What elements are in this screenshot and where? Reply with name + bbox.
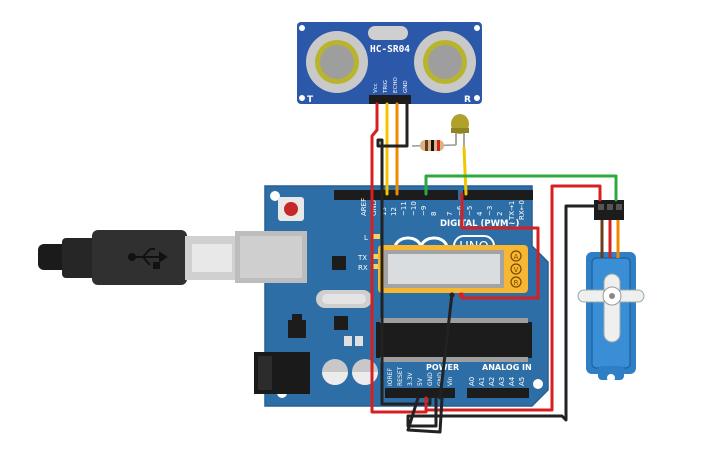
led-tx-label: TX (357, 254, 367, 262)
digital-label: DIGITAL (PWM~) (440, 219, 520, 229)
sensor-model-label: HC-SR04 (370, 44, 410, 55)
ioref-label: IOREF (387, 368, 394, 386)
wire-red-display (460, 192, 540, 300)
usb-icon (128, 248, 168, 269)
pin-9-label: ~9 (420, 206, 428, 216)
pin-10-label: ~10 (410, 201, 418, 216)
sensor-crystal (368, 26, 408, 40)
vin-label: Vin (447, 376, 454, 386)
led-rx-label: RX (358, 264, 368, 272)
gnd1-label: GND (427, 372, 434, 386)
power-jack (254, 352, 310, 394)
small-chip-2 (334, 316, 348, 330)
atmega-chip (376, 318, 532, 362)
pin-rx-label: RX←0 (518, 200, 526, 220)
analog-header (467, 388, 529, 398)
display-button-r[interactable]: R (514, 279, 519, 287)
analog-label: ANALOG IN (482, 363, 532, 372)
display-module: A V R (378, 245, 528, 298)
receiver-transducer (414, 31, 476, 93)
sensor-r-mark: R (464, 95, 471, 105)
wire-black-servo (406, 204, 596, 428)
5v-label: 5V (417, 377, 424, 386)
arduino-board: AREF GND 13 12 ~11 ~10 ~9 8 7 ~6 ~5 4 ~3… (235, 185, 549, 407)
wires (370, 102, 618, 434)
analog-pin-labels: A0 A1 A2 A3 A4 A5 (468, 376, 526, 386)
aref-label: AREF (360, 198, 368, 216)
led-component (451, 114, 469, 148)
voltage-regulator (288, 320, 306, 338)
display-button-v[interactable]: V (514, 266, 519, 274)
pin-12-label: 12 (390, 207, 398, 216)
transmitter-transducer (306, 31, 368, 93)
reset-label: RESET (397, 366, 404, 386)
a4-label: A4 (508, 376, 516, 386)
wire-yellow-led (462, 146, 468, 196)
reset-button[interactable] (278, 197, 304, 221)
wire-black-bottom (406, 396, 444, 434)
power-pin-labels: IOREF RESET 3.3V 5V GND GND Vin (387, 366, 454, 386)
sensor-pin-trig: TRIG (383, 80, 389, 94)
pin-7-label: 7 (446, 212, 454, 216)
pin-tx-label: TX→1 (508, 201, 516, 221)
servo-horn (577, 273, 645, 343)
pin-4-label: 4 (476, 211, 484, 216)
usb-cable (38, 230, 237, 285)
sensor-pin-gnd: GND (403, 80, 409, 93)
small-chip (332, 256, 346, 270)
power-header (385, 388, 455, 398)
pin-11-label: ~11 (400, 201, 408, 216)
display-button-a[interactable]: A (514, 253, 519, 261)
gnd2-label: GND (437, 372, 444, 386)
gnd-top-label: GND (370, 200, 378, 216)
top-pin-labels: AREF GND 13 12 ~11 ~10 ~9 8 7 ~6 ~5 4 ~3… (360, 198, 526, 221)
wire-black-display (438, 292, 454, 400)
pin-8-label: 8 (430, 212, 438, 216)
servo-motor (577, 200, 645, 382)
a3-label: A3 (498, 377, 506, 386)
wire-green-signal (424, 174, 618, 202)
display-buttons: A V R (510, 250, 522, 288)
pin-6-label: ~6 (456, 205, 464, 216)
sensor-t-mark: T (307, 95, 314, 105)
pin-2-label: 2 (496, 212, 504, 216)
sensor-pin-vcc: Vcc (373, 83, 379, 93)
wire-red-servo (424, 184, 602, 412)
ultrasonic-sensor: HC-SR04 T R Vcc TRIG ECHO GND (297, 22, 482, 105)
resistor (411, 140, 457, 151)
sensor-pin-labels: Vcc TRIG ECHO GND (373, 77, 409, 94)
a0-label: A0 (468, 377, 476, 386)
a2-label: A2 (488, 377, 496, 386)
3v3-label: 3.3V (407, 371, 414, 386)
board-leds: L TX RX (357, 234, 380, 272)
pin-13-label: 13 (380, 207, 388, 216)
pin-3-label: ~3 (486, 206, 494, 216)
a1-label: A1 (478, 377, 486, 386)
a5-label: A5 (518, 377, 526, 386)
pin-5-label: ~5 (466, 206, 474, 216)
wire-black-gnd-sensor (376, 102, 432, 406)
led-l-label: L (364, 234, 368, 242)
sensor-pin-echo: ECHO (393, 77, 399, 93)
